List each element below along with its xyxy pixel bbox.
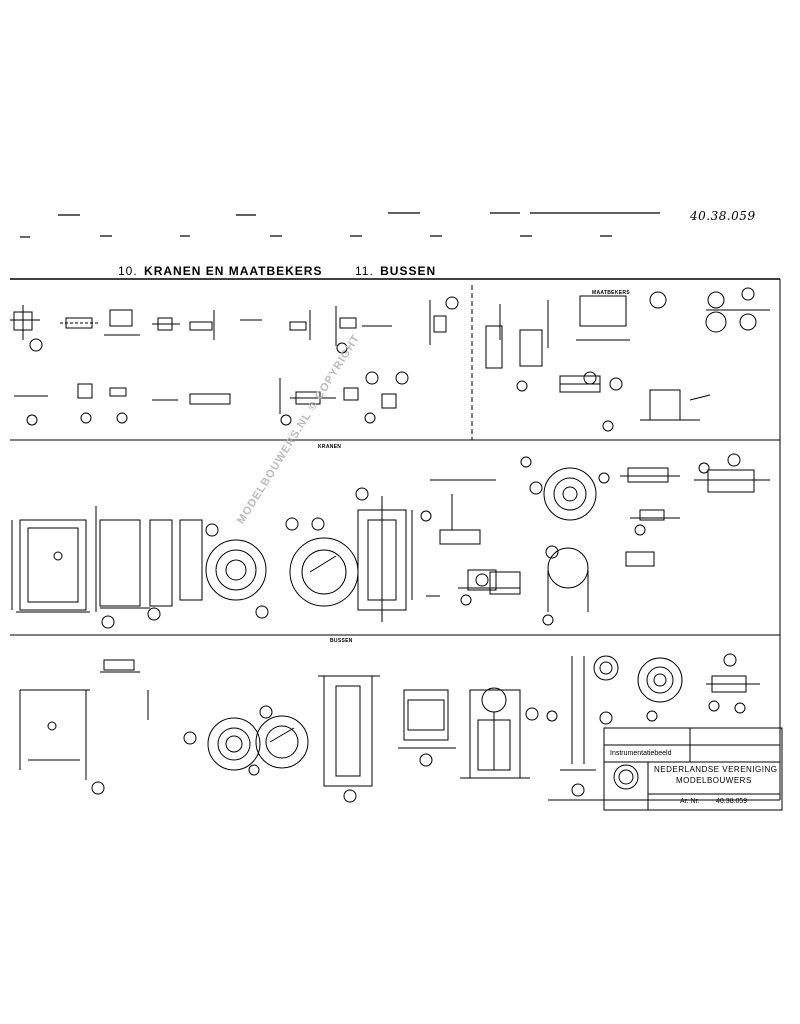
- title-block-archive-label: Ar. Nr.: [680, 798, 700, 805]
- tap-detail-row-1: [10, 296, 459, 354]
- title-block-organisation-line1: NEDERLANDSE VERENIGING: [654, 765, 778, 774]
- heading-bussen-number: 11.: [355, 264, 374, 278]
- handwritten-drawing-number: 40.38.059: [690, 209, 756, 223]
- sheet-top-edge-marks: [20, 212, 660, 238]
- caption-kranen: KRANEN: [318, 444, 342, 450]
- heading-kranen-title: KRANEN EN MAATBEKERS: [144, 264, 323, 278]
- caption-bussen: BUSSEN: [330, 638, 353, 644]
- title-block-drawing-type: Instrumentatiebeeld: [610, 750, 672, 757]
- title-block-frame: [603, 727, 783, 811]
- tap-body-drawings: [11, 453, 770, 629]
- title-block-organisation-line2: MODELBOUWERS: [676, 776, 752, 785]
- bus-body-drawings: [19, 653, 760, 803]
- tap-detail-row-2: [14, 371, 409, 426]
- sheet-frame: [10, 278, 781, 801]
- heading-bussen-title: BUSSEN: [380, 264, 437, 278]
- title-block-archive-number: 40.38.059: [716, 798, 748, 805]
- heading-kranen-maatbekers: 10. KRANEN EN MAATBEKERS: [118, 264, 322, 278]
- caption-maatbekers: MAATBEKERS: [592, 290, 630, 296]
- heading-bussen: 11. BUSSEN: [355, 264, 436, 278]
- heading-kranen-number: 10.: [118, 264, 138, 278]
- bus-details-top: [485, 287, 770, 432]
